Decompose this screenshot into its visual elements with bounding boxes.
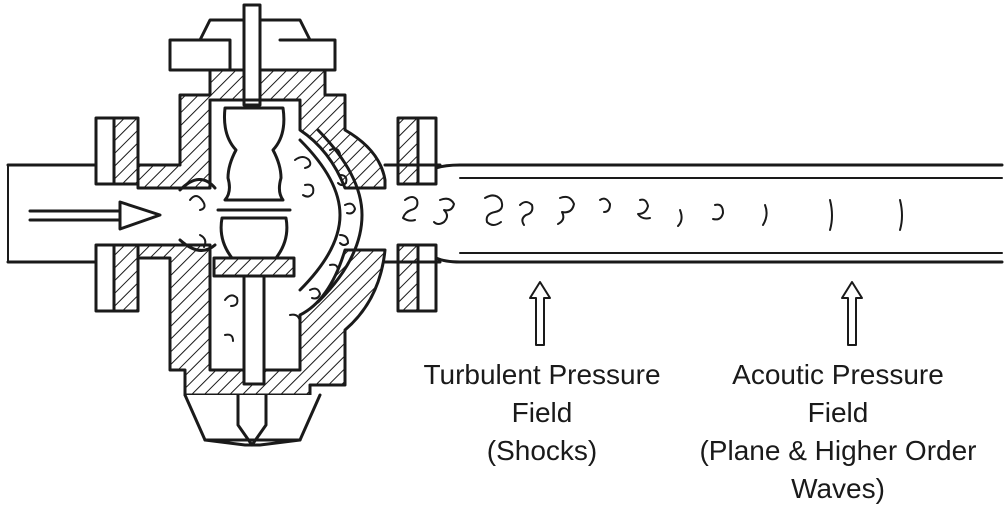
turbulent-field-pointer [529,281,551,346]
acoustic-label-line-3: (Plane & Higher Order [699,435,977,466]
outlet-pipe [383,163,1004,264]
turbulent-label-line-1: Turbulent Pressure [423,359,661,390]
acoustic-label-line-2: Field [807,397,869,428]
turbulent-label-line-2: Field [511,397,573,428]
turbulent-pressure-field-label: Turbulent Pressure Field (Shocks) [392,356,692,470]
bottom-cap [183,393,322,447]
valve-plug [216,106,292,260]
lower-guide [212,256,296,386]
turbulence-swirls [189,147,903,342]
outlet-flange [396,116,462,313]
acoustic-label-line-1: Acoutic Pressure [732,359,944,390]
inlet-flange [94,116,140,313]
flow-direction-arrow [28,200,162,231]
cage [298,128,364,304]
turbulent-label-line-3: (Shocks) [486,435,598,466]
inlet-pipe [6,163,102,264]
acoustic-label-line-4: Waves) [791,473,885,504]
acoustic-pressure-field-label: Acoutic Pressure Field (Plane & Higher O… [668,356,1004,508]
acoustic-field-pointer [841,281,863,346]
valve-body [136,68,387,397]
